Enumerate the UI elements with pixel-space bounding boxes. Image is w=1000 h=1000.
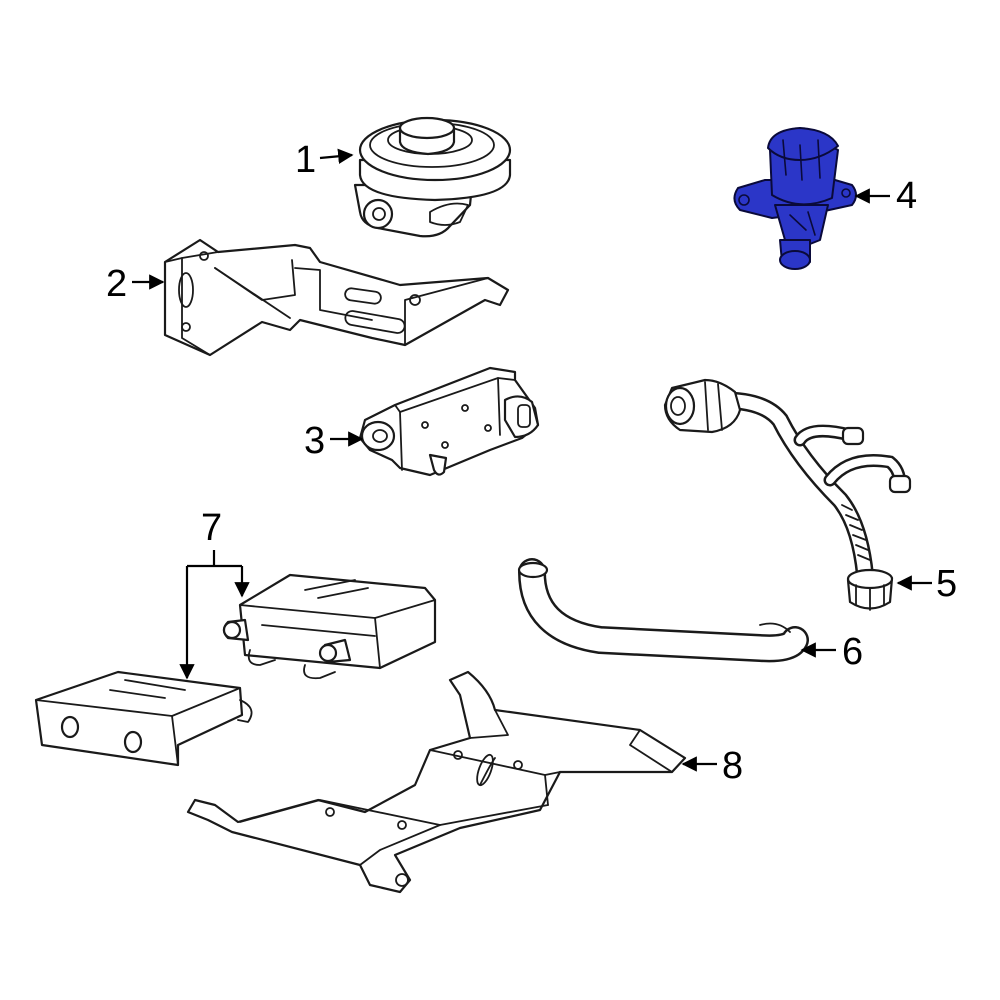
callout-4: 4 bbox=[854, 175, 917, 217]
svg-text:2: 2 bbox=[106, 263, 127, 305]
svg-text:3: 3 bbox=[304, 420, 325, 462]
svg-text:1: 1 bbox=[295, 139, 316, 181]
part-6-hose[interactable] bbox=[517, 558, 809, 663]
svg-text:7: 7 bbox=[201, 507, 222, 549]
callout-2: 2 bbox=[106, 263, 165, 305]
callout-7: 7 bbox=[179, 507, 250, 680]
callout-1: 1 bbox=[295, 139, 354, 181]
svg-text:5: 5 bbox=[936, 563, 957, 605]
part-3-solenoid[interactable] bbox=[358, 366, 540, 477]
part-7-canister-upper[interactable] bbox=[222, 573, 437, 680]
callout-8: 8 bbox=[681, 745, 743, 787]
part-2-bracket[interactable] bbox=[163, 238, 510, 357]
part-5-air-tube[interactable] bbox=[663, 378, 912, 611]
callout-5: 5 bbox=[896, 563, 957, 605]
callout-6: 6 bbox=[800, 631, 863, 673]
part-4-air-valve[interactable] bbox=[733, 127, 857, 270]
part-7-canister-lower[interactable] bbox=[34, 670, 253, 767]
part-1-egr-valve[interactable] bbox=[353, 116, 512, 238]
callout-3: 3 bbox=[304, 420, 364, 462]
svg-text:6: 6 bbox=[842, 631, 863, 673]
svg-text:4: 4 bbox=[896, 175, 917, 217]
part-8-mounting-plate[interactable] bbox=[186, 670, 687, 894]
svg-text:8: 8 bbox=[722, 745, 743, 787]
